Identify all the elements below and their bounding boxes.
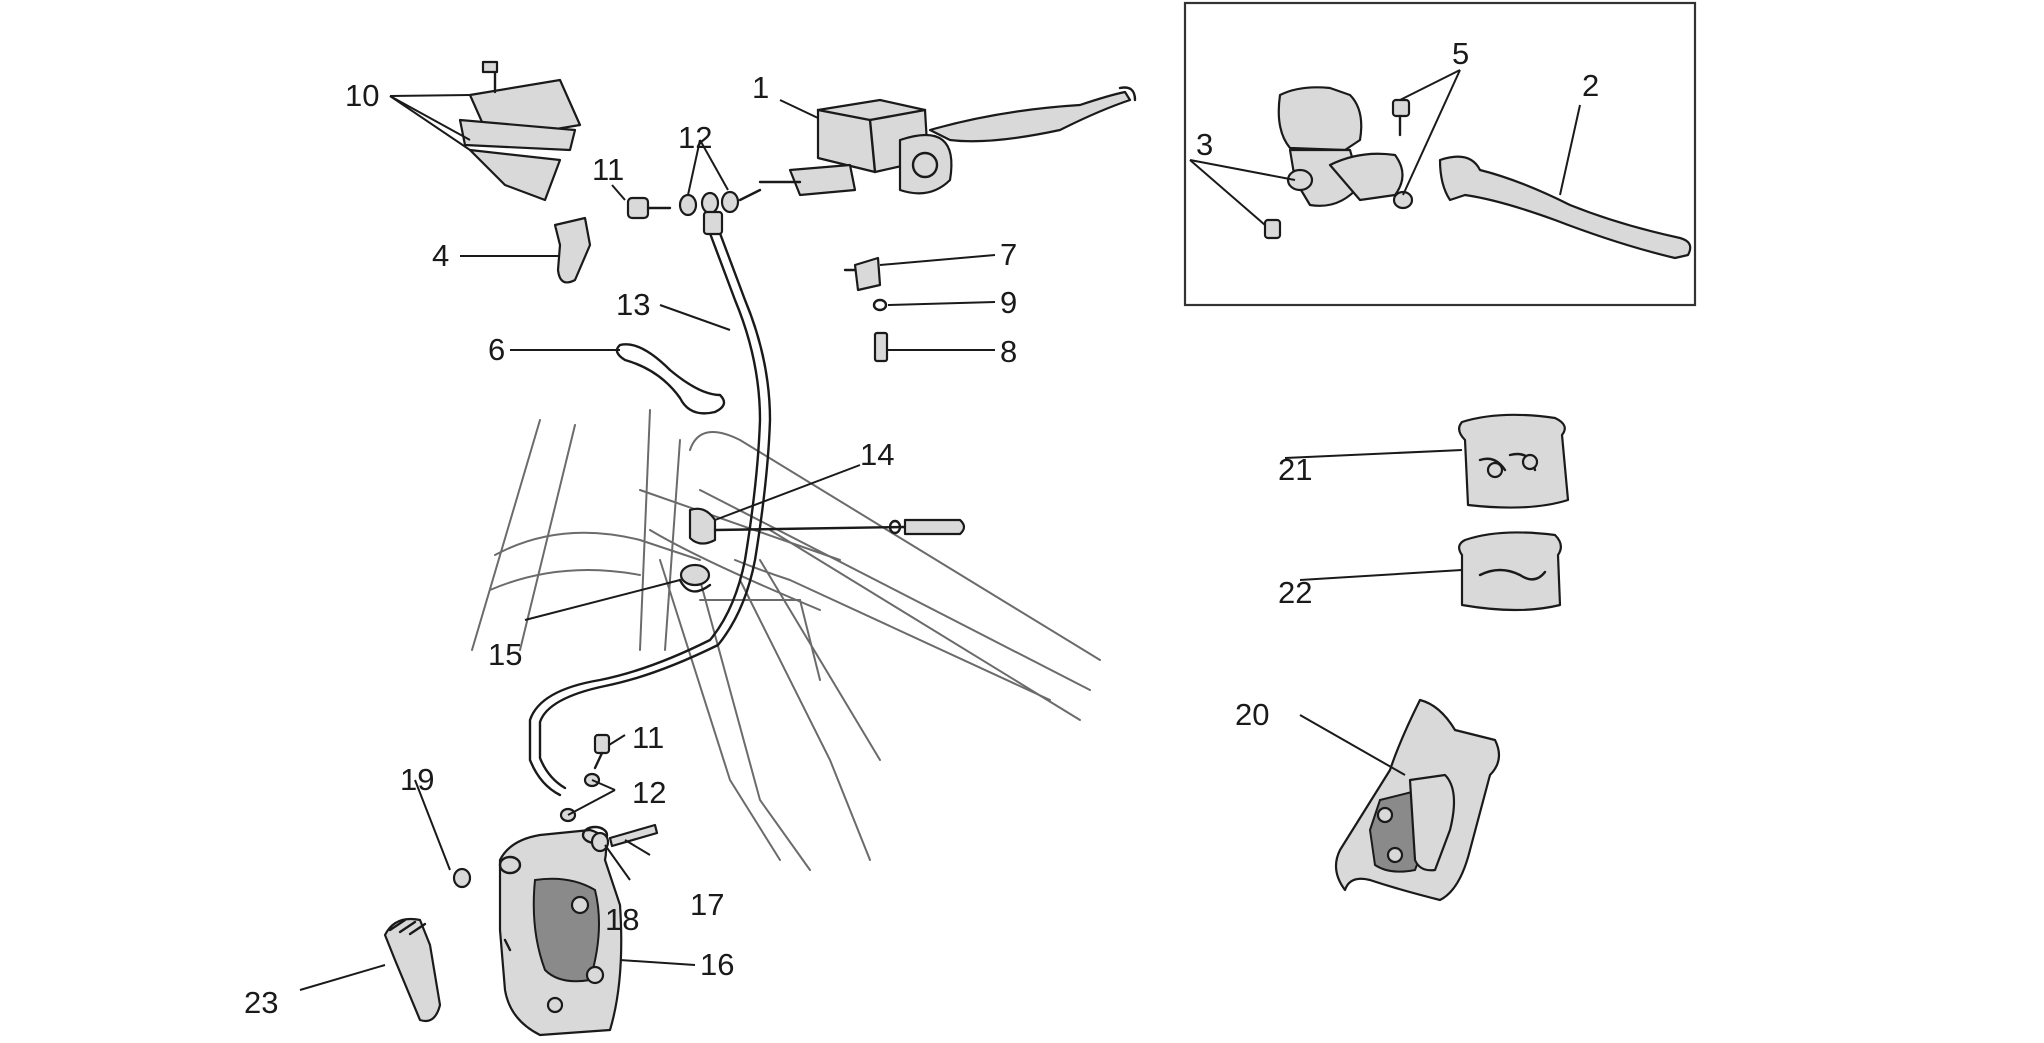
callout-20: 20	[1235, 697, 1269, 732]
part-6-hose-clip	[615, 343, 726, 415]
part-20-brake-pad-kit	[1334, 698, 1501, 902]
part-21-parts-bag	[1458, 413, 1570, 509]
part-4-cap	[553, 216, 592, 284]
leader-lines	[299, 69, 1581, 991]
callout-23: 23	[244, 985, 278, 1020]
part-16-brake-caliper	[498, 825, 623, 1037]
callout-11-top: 11	[592, 152, 624, 187]
callout-16: 16	[700, 947, 734, 982]
part-14-15-hose-clamp	[678, 507, 966, 593]
part-19-washer	[452, 867, 472, 889]
callout-1: 1	[752, 70, 769, 105]
callout-12-bottom: 12	[632, 775, 666, 810]
callout-13: 13	[616, 287, 650, 322]
part-23-spring-clip	[383, 917, 442, 1023]
part-11-12-banjo-fittings-top	[626, 188, 762, 220]
callout-14: 14	[860, 437, 894, 472]
callout-7: 7	[1000, 237, 1017, 272]
callout-11-bottom: 11	[632, 720, 664, 755]
callout-6: 6	[488, 332, 505, 367]
part-10-bracket	[458, 60, 582, 202]
part-11-12-banjo-fittings-bottom	[559, 733, 611, 823]
callout-22: 22	[1278, 575, 1312, 610]
callout-4: 4	[432, 238, 449, 273]
part-7-9-8-fasteners	[843, 256, 889, 363]
callout-labels: 1 2 3 4 5 6 7 8 9 10 11 11 12 12 13 14 1…	[244, 36, 1599, 1020]
callout-17: 17	[690, 887, 724, 922]
callout-5: 5	[1452, 36, 1469, 71]
callout-8: 8	[1000, 334, 1017, 369]
callout-2: 2	[1582, 68, 1599, 103]
callout-12-top: 12	[678, 120, 712, 155]
part-17-18-bolt-washer	[590, 823, 659, 853]
part-1-master-cylinder	[758, 86, 1137, 197]
callout-18: 18	[605, 902, 639, 937]
part-22-parts-bag	[1458, 531, 1562, 612]
part-13-brake-hose	[528, 210, 772, 797]
callout-10: 10	[345, 78, 379, 113]
callout-19: 19	[400, 762, 434, 797]
frame-outline	[471, 409, 1101, 871]
callout-21: 21	[1278, 452, 1312, 487]
callout-9: 9	[1000, 285, 1017, 320]
callout-15: 15	[488, 637, 522, 672]
inset-box	[1183, 1, 1697, 307]
callout-3: 3	[1196, 127, 1213, 162]
